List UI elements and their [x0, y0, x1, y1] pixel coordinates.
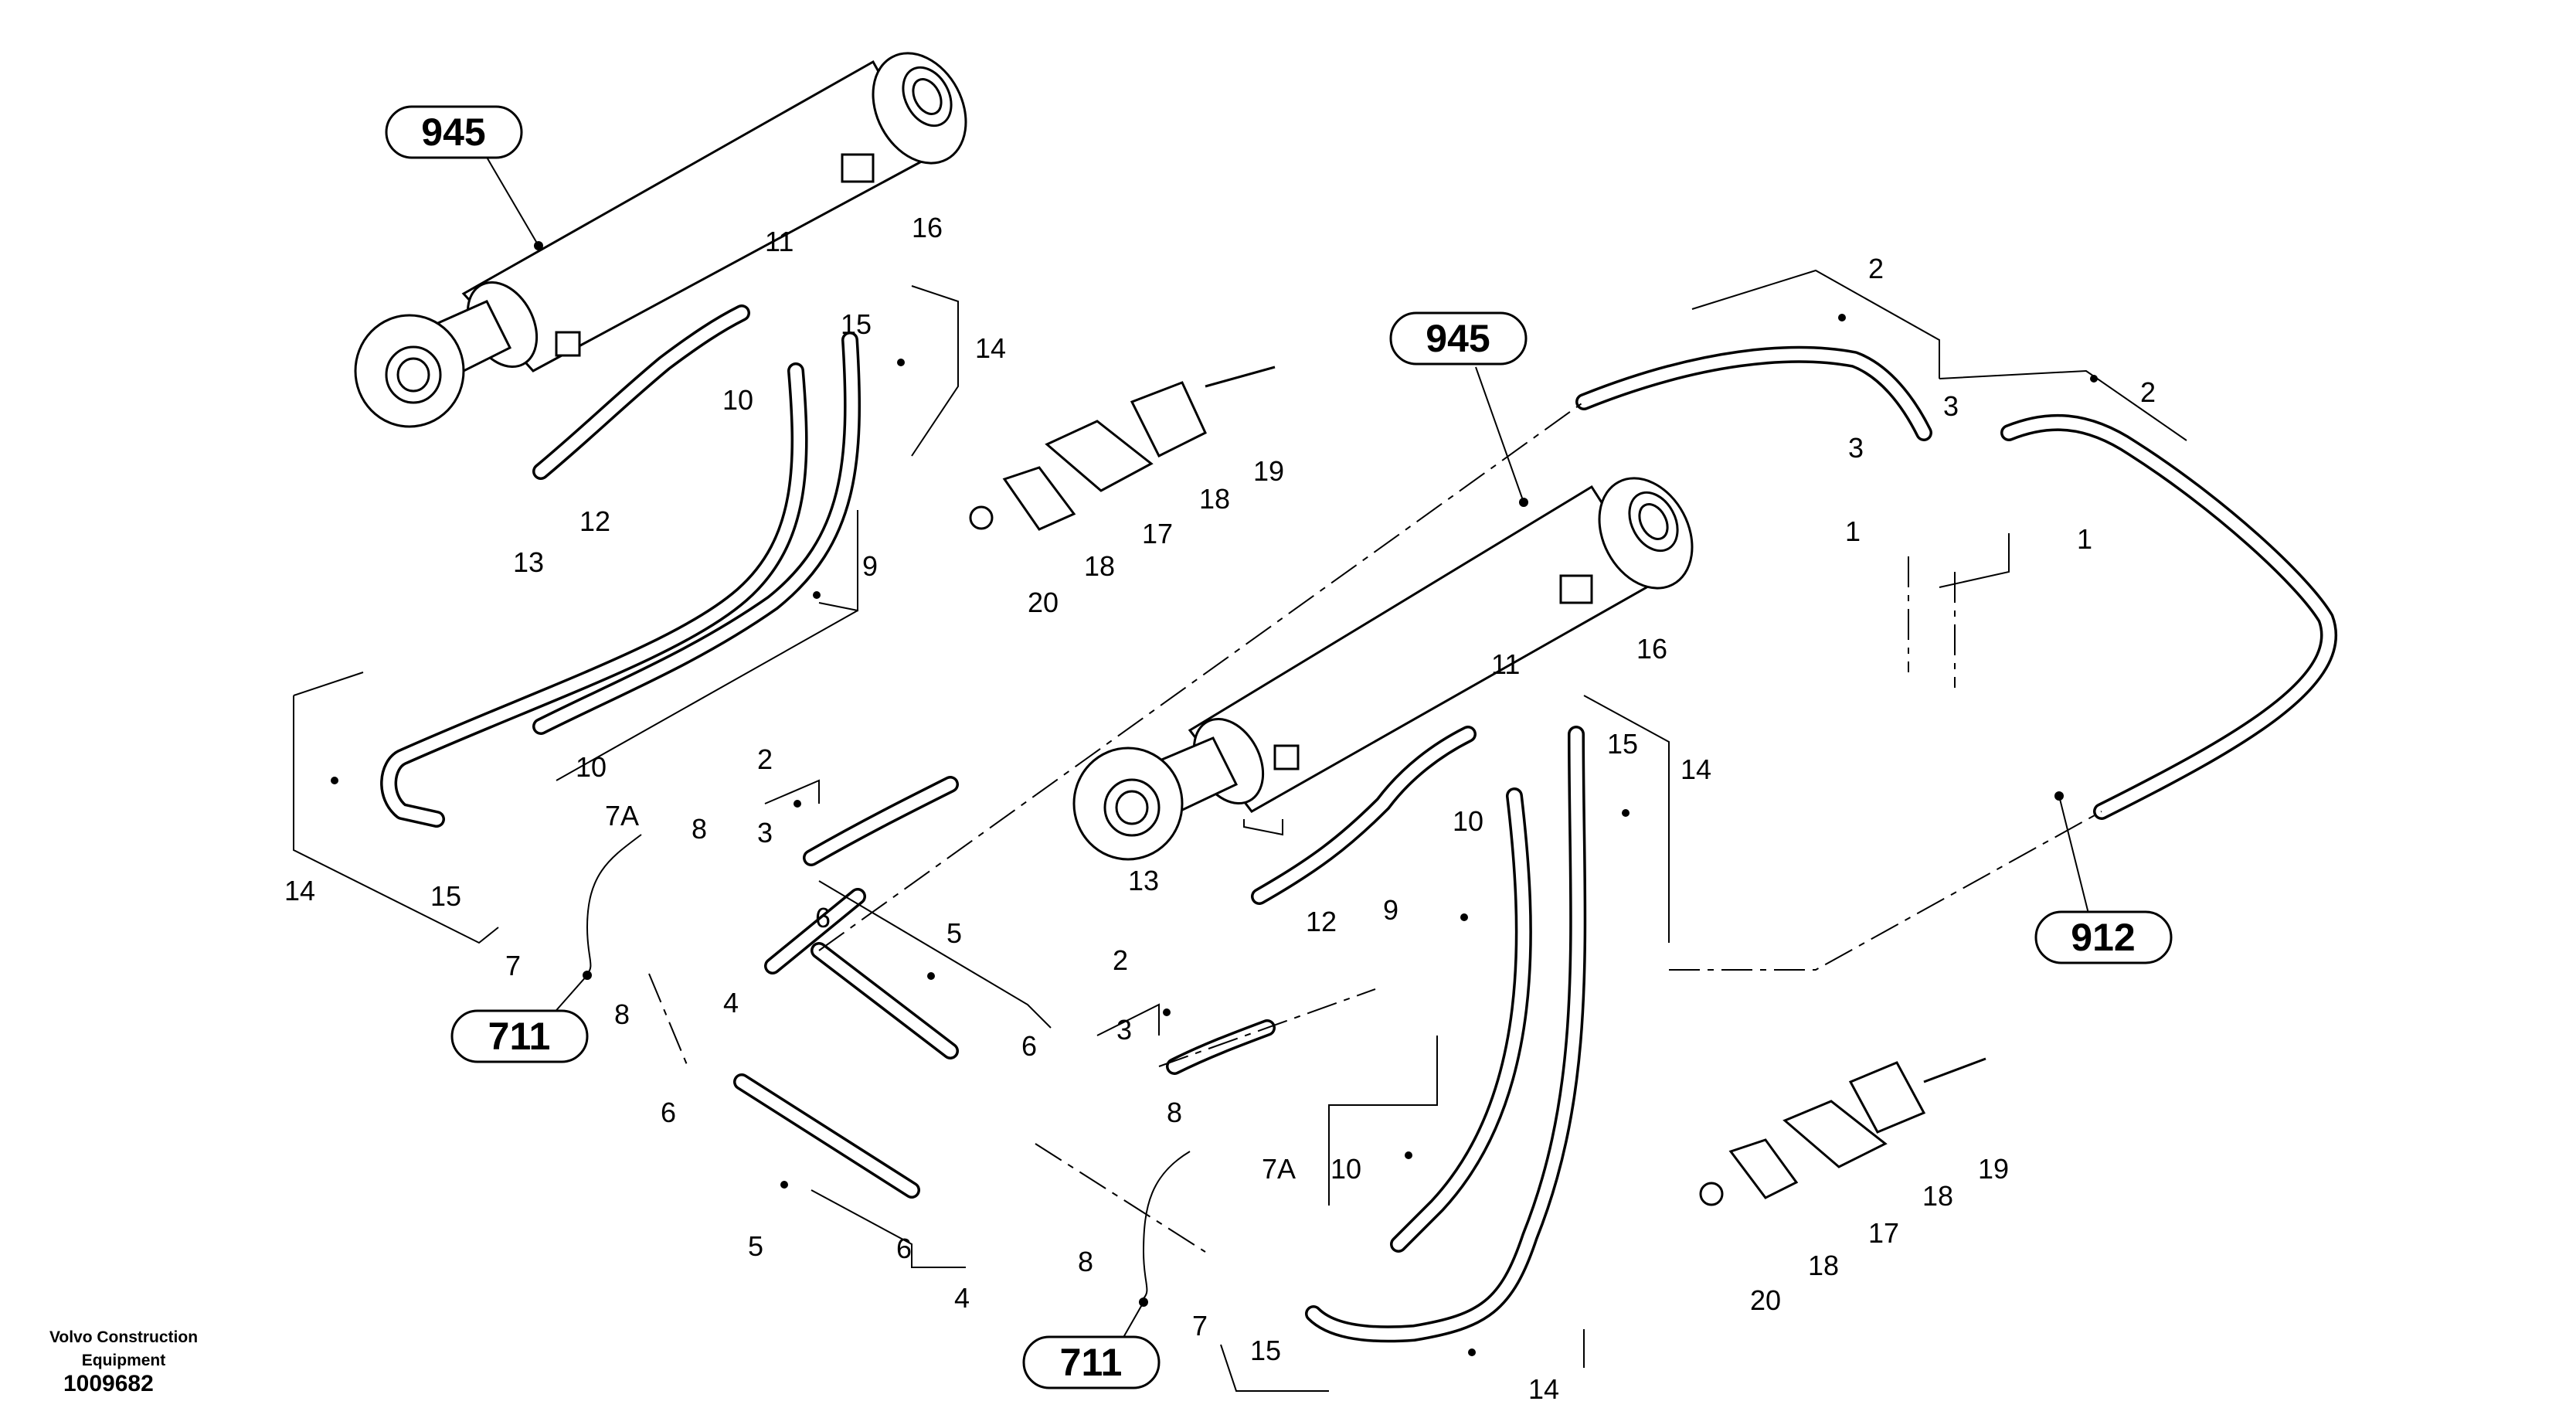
- callout: 3: [1848, 432, 1864, 464]
- callout: 19: [1253, 455, 1284, 487]
- publisher-line2: Equipment: [81, 1352, 166, 1369]
- callout: 20: [1750, 1284, 1781, 1316]
- callout: 13: [1128, 865, 1159, 896]
- callout: 11: [1491, 648, 1520, 680]
- group-tag-945-left[interactable]: 945: [385, 105, 523, 159]
- callout: 1: [2077, 523, 2092, 555]
- callout: 20: [1028, 587, 1059, 618]
- callout: 9: [862, 550, 878, 582]
- right-hydraulic-cylinder: [1072, 477, 1694, 861]
- callout: 12: [1306, 906, 1337, 937]
- central-hoses: [733, 888, 959, 1199]
- callout: 15: [841, 308, 872, 340]
- left-hoses: [380, 304, 959, 866]
- callout: 7A: [1262, 1153, 1296, 1185]
- callout: 4: [954, 1282, 970, 1314]
- drawing-number: 1009682: [63, 1371, 154, 1396]
- callout: 5: [946, 917, 962, 949]
- callout: 14: [975, 332, 1006, 364]
- callout: 18: [1922, 1180, 1953, 1212]
- callout-brackets: [293, 269, 2187, 1392]
- callout: 2: [1868, 253, 1884, 284]
- leader-lines: [331, 150, 2098, 1357]
- publisher-line1: Volvo Construction: [49, 1328, 199, 1346]
- right-hoses: [1166, 726, 1587, 1343]
- callout: 18: [1084, 550, 1115, 582]
- callout: 15: [1607, 728, 1638, 760]
- valve-outline-markers: [586, 834, 1191, 1299]
- centerlines: [648, 401, 2102, 1253]
- callout: 11: [765, 226, 794, 257]
- callout: 5: [748, 1230, 763, 1262]
- callout: 7: [1192, 1310, 1208, 1342]
- callout: 8: [692, 813, 707, 845]
- callout: 6: [661, 1097, 676, 1128]
- callout: 7A: [605, 800, 639, 832]
- callout: 16: [1636, 633, 1667, 665]
- callout: 16: [912, 212, 943, 243]
- group-tag-711-left-label: 711: [488, 1015, 551, 1058]
- callout: 17: [1142, 518, 1173, 549]
- callout: 8: [1167, 1097, 1182, 1128]
- callout: 12: [579, 505, 610, 537]
- group-tag-945-left-label: 945: [421, 111, 485, 154]
- callout: 18: [1808, 1250, 1839, 1281]
- callout: 4: [723, 987, 739, 1019]
- left-hydraulic-cylinder: [354, 52, 967, 428]
- callout: 8: [614, 998, 630, 1030]
- group-tag-711-right-label: 711: [1060, 1341, 1123, 1384]
- callout: 10: [1453, 805, 1483, 837]
- callout: 9: [1383, 894, 1398, 926]
- callout: 13: [513, 546, 544, 578]
- clamp-set-upper: [969, 366, 1276, 531]
- callout: 15: [430, 880, 461, 912]
- group-tag-711-left[interactable]: 711: [450, 1009, 589, 1063]
- callout: 14: [284, 875, 315, 906]
- group-tag-945-right[interactable]: 945: [1389, 311, 1528, 366]
- group-tag-912[interactable]: 912: [2034, 910, 2173, 964]
- callout: 8: [1078, 1246, 1093, 1277]
- callout-numbers: 16 11 15 14 10 12 13 9 10 7A 14 15 7 8 3…: [284, 212, 2156, 1405]
- callout: 6: [1021, 1030, 1037, 1062]
- callout: 7: [505, 950, 521, 981]
- callout: 14: [1528, 1373, 1559, 1405]
- callout: 15: [1250, 1335, 1281, 1366]
- callout: 3: [1116, 1014, 1132, 1046]
- clamp-set-lower: [1699, 1057, 1986, 1206]
- group-tag-711-right[interactable]: 711: [1022, 1335, 1161, 1389]
- callout: 10: [722, 384, 753, 416]
- group-tag-912-label: 912: [2071, 916, 2135, 959]
- callout: 19: [1978, 1153, 2009, 1185]
- callout: 6: [896, 1233, 912, 1264]
- callout: 10: [576, 751, 607, 783]
- steel-tube-912: [1575, 345, 2338, 820]
- callout: 14: [1681, 753, 1711, 785]
- callout: 2: [757, 743, 773, 775]
- callout: 3: [757, 817, 773, 849]
- callout: 18: [1199, 483, 1230, 515]
- callout: 3: [1943, 390, 1959, 422]
- callout: 2: [2140, 376, 2156, 408]
- callout: 17: [1868, 1217, 1899, 1249]
- callout: 1: [1845, 515, 1861, 547]
- publisher-caption: Volvo Construction Equipment: [31, 1326, 216, 1372]
- callout: 6: [815, 902, 831, 934]
- callout: 2: [1113, 944, 1128, 976]
- group-tag-945-right-label: 945: [1426, 317, 1490, 360]
- callout: 10: [1330, 1153, 1361, 1185]
